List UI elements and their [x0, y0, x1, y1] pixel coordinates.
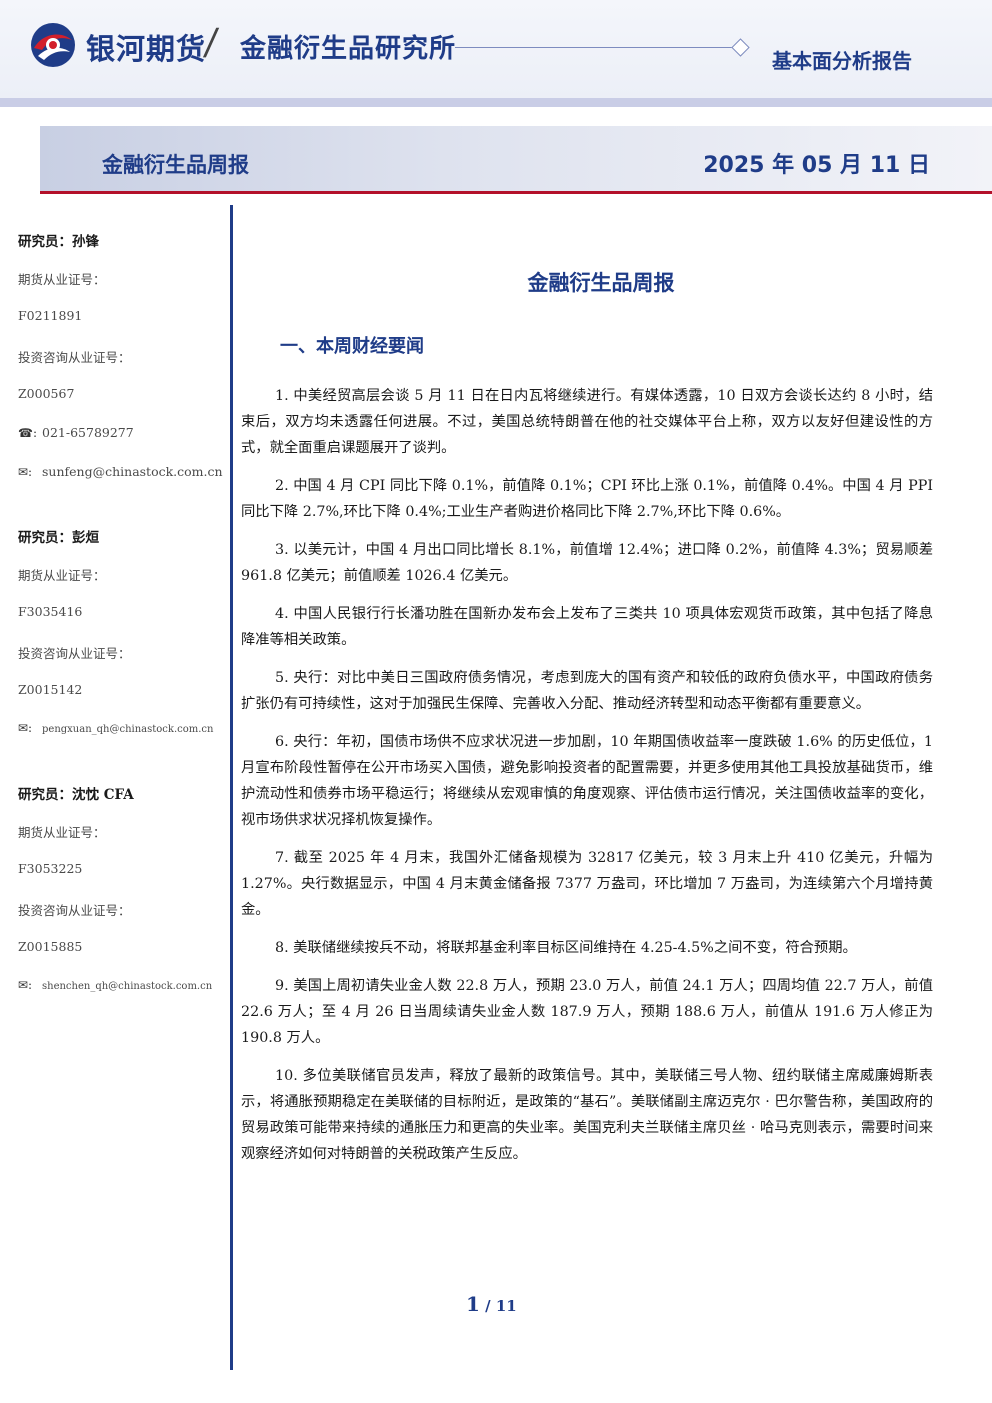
analyst-name: 研究员：彭烜 [18, 530, 99, 546]
phone-number: 021-65789277 [42, 425, 134, 440]
sidebar-divider [230, 205, 233, 1370]
news-item: 6. 央行：年初，国债市场供不应求状况进一步加剧，10 年期国债收益率一度跌破 … [241, 734, 933, 828]
sub-header-rule [40, 191, 992, 194]
news-list: 1. 中美经贸高层会谈 5 月 11 日在日内瓦将继续进行。有媒体透露，10 日… [241, 383, 933, 1179]
consult-license-label: 投资咨询从业证号： [18, 903, 131, 918]
report-date: 2025 年 05 月 11 日 [703, 153, 930, 178]
news-item: 10. 多位美联储官员发声，释放了最新的政策信号。其中，美联储三号人物、纽约联储… [241, 1068, 933, 1162]
sub-header-title: 金融衍生品周报 [102, 153, 249, 177]
page-indicator: 1 / 11 [466, 1292, 517, 1316]
news-item: 4. 中国人民银行行长潘功胜在国新办发布会上发布了三类共 10 项具体宏观货币政… [241, 606, 933, 648]
news-item: 7. 截至 2025 年 4 月末，我国外汇储备规模为 32817 亿美元，较 … [241, 850, 933, 918]
news-item: 9. 美国上周初请失业金人数 22.8 万人，预期 23.0 万人，前值 24.… [241, 978, 933, 1046]
news-item: 3. 以美元计，中国 4 月出口同比增长 8.1%，前值增 12.4%；进口降 … [241, 542, 933, 584]
analyst-name: 研究员：孙锋 [18, 234, 99, 250]
futures-license-number: F3053225 [18, 861, 83, 876]
futures-license-label: 期货从业证号： [18, 568, 106, 583]
consult-license-number: Z0015142 [18, 682, 83, 697]
consult-license-number: Z0015885 [18, 939, 83, 954]
analyst-sidebar: 研究员：孙锋 期货从业证号： F0211891 投资咨询从业证号： Z00056… [18, 230, 228, 998]
email-address[interactable]: shenchen_qh@chinastock.com.cn [42, 981, 213, 992]
report-type: 基本面分析报告 [772, 49, 912, 73]
futures-license-number: F3035416 [18, 604, 83, 619]
diamond-icon [731, 38, 750, 57]
email-address[interactable]: pengxuan_qh@chinastock.com.cn [42, 724, 214, 735]
email-line: ✉: pengxuan_qh@chinastock.com.cn [18, 721, 228, 741]
header-divider [0, 98, 992, 107]
futures-license-label: 期货从业证号： [18, 272, 106, 287]
analyst-card: 研究员：彭烜 期货从业证号： F3035416 投资咨询从业证号： Z00151… [18, 526, 228, 741]
galaxy-logo-icon [31, 23, 75, 67]
phone-line: ☎: 021-65789277 [18, 425, 228, 445]
email-icon: ✉: [18, 465, 33, 479]
consult-license-label: 投资咨询从业证号： [18, 646, 131, 661]
report-header: 银河期货 / 金融衍生品研究所 基本面分析报告 [0, 0, 992, 98]
sub-header-band [40, 126, 992, 192]
total-pages: 11 [495, 1297, 517, 1315]
phone-icon: ☎: [18, 426, 37, 440]
news-item: 1. 中美经贸高层会谈 5 月 11 日在日内瓦将继续进行。有媒体透露，10 日… [241, 388, 933, 456]
page-separator: / [479, 1297, 496, 1315]
brand-name: 银河期货 [86, 32, 207, 66]
email-line: ✉: shenchen_qh@chinastock.com.cn [18, 978, 228, 998]
analyst-card: 研究员：孙锋 期货从业证号： F0211891 投资咨询从业证号： Z00056… [18, 230, 228, 484]
document-title: 金融衍生品周报 [527, 271, 675, 295]
futures-license-label: 期货从业证号： [18, 825, 106, 840]
institute-name: 金融衍生品研究所 [240, 34, 457, 64]
email-line: ✉: sunfeng@chinastock.com.cn [18, 464, 228, 484]
futures-license-number: F0211891 [18, 308, 83, 323]
news-item: 5. 央行：对比中美日三国政府债务情况，考虑到庞大的国有资产和较低的政府负债水平… [241, 670, 933, 712]
section-heading: 一、本周财经要闻 [280, 336, 424, 357]
current-page: 1 [466, 1292, 480, 1316]
analyst-card: 研究员：沈忱 CFA 期货从业证号： F3053225 投资咨询从业证号： Z0… [18, 783, 228, 998]
analyst-name: 研究员：沈忱 CFA [18, 787, 134, 803]
news-item: 8. 美联储继续按兵不动，将联邦基金利率目标区间维持在 4.25-4.5%之间不… [275, 940, 857, 956]
news-item: 2. 中国 4 月 CPI 同比下降 0.1%，前值降 0.1%；CPI 环比上… [241, 478, 933, 520]
email-icon: ✉: [18, 978, 33, 992]
header-decor-line [455, 47, 733, 48]
email-icon: ✉: [18, 721, 33, 735]
consult-license-number: Z000567 [18, 386, 75, 401]
email-address[interactable]: sunfeng@chinastock.com.cn [42, 464, 223, 479]
consult-license-label: 投资咨询从业证号： [18, 350, 131, 365]
